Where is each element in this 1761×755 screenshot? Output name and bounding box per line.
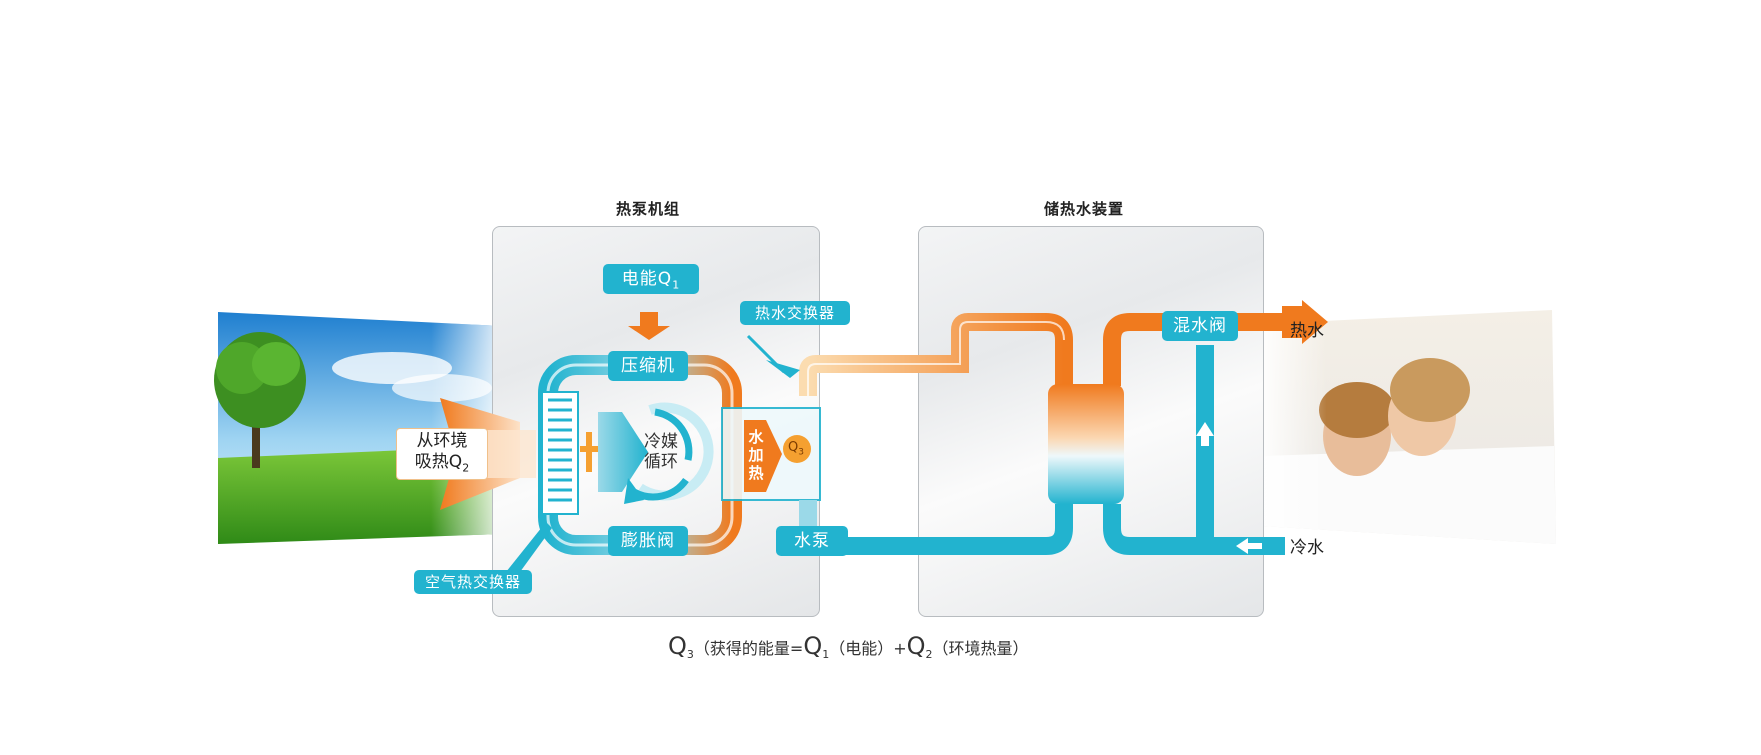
cold-in-arrow-icon bbox=[1236, 538, 1262, 554]
landscape-image bbox=[214, 312, 502, 544]
water-pump-tag: 水泵 bbox=[776, 526, 848, 556]
hot-pipe bbox=[799, 313, 1073, 396]
water-heat-exchanger-tag: 热水交换器 bbox=[740, 301, 850, 325]
air-exchanger-pointer bbox=[506, 522, 552, 572]
expansion-valve-tag: 膨胀阀 bbox=[608, 526, 688, 556]
energy-arrow bbox=[628, 312, 670, 340]
up-arrow-icon bbox=[1196, 422, 1214, 446]
water-heat-arrow bbox=[744, 420, 782, 492]
fan-icon bbox=[580, 432, 598, 472]
env-absorb-sub: 2 bbox=[462, 461, 470, 475]
water-tank bbox=[1048, 384, 1124, 504]
formula-q2: Q bbox=[906, 632, 926, 660]
hot-water-label: 热水 bbox=[1290, 321, 1324, 341]
formula-q3: Q bbox=[668, 632, 687, 660]
formula-q1-desc: （电能）+ bbox=[829, 639, 907, 658]
water-heating-text: 水 加 热 bbox=[748, 428, 764, 482]
electric-energy-sub: 1 bbox=[672, 278, 681, 292]
energy-formula: Q3（获得的能量=Q1（电能）+Q2（环境热量） bbox=[668, 632, 1029, 661]
formula-q2-sub: 2 bbox=[925, 648, 933, 662]
refrigerant-cycle-line1: 冷媒 bbox=[644, 432, 678, 452]
air-heat-exchanger-tag: 空气热交换器 bbox=[414, 570, 532, 594]
env-absorb-line2: 吸热Q bbox=[414, 452, 463, 472]
formula-q3-desc: （获得的能量= bbox=[693, 639, 804, 658]
heat-pump-title: 热泵机组 bbox=[616, 200, 681, 218]
coil-output-arrow bbox=[598, 412, 648, 492]
mixing-valve-tag: 混水阀 bbox=[1162, 311, 1238, 341]
formula-q3-sub: 3 bbox=[686, 648, 694, 662]
electric-energy-label: 电能Q bbox=[621, 269, 673, 289]
storage-title: 储热水装置 bbox=[1044, 200, 1125, 218]
water-heating-char-1: 水 bbox=[748, 428, 764, 446]
refrigerant-cycle-line2: 循环 bbox=[644, 452, 678, 472]
cold-return-pipe bbox=[820, 504, 1073, 555]
family-image bbox=[1262, 310, 1556, 544]
formula-q2-desc: （环境热量） bbox=[932, 639, 1029, 658]
water-heating-char-2: 加 bbox=[748, 446, 764, 464]
electric-energy-tag: 电能Q1 bbox=[603, 264, 699, 294]
q3-circle bbox=[783, 435, 811, 463]
cold-water-label: 冷水 bbox=[1290, 538, 1324, 558]
formula-q1-sub: 1 bbox=[822, 648, 830, 662]
hot-water-arrow bbox=[1282, 300, 1328, 344]
q3-label: Q3 bbox=[788, 440, 804, 458]
air-coil bbox=[541, 391, 579, 515]
q3-letter: Q bbox=[788, 440, 799, 455]
q3-sub: 3 bbox=[798, 447, 804, 458]
refrigerant-cycle-text: 冷媒 循环 bbox=[636, 432, 686, 472]
compressor-tag: 压缩机 bbox=[608, 351, 688, 381]
env-absorb-line1: 从环境 bbox=[416, 431, 468, 451]
hot-outlet-pipe bbox=[1103, 313, 1285, 386]
env-absorb-label: 从环境 吸热Q2 bbox=[396, 428, 488, 480]
formula-q1: Q bbox=[803, 632, 823, 660]
water-heating-char-3: 热 bbox=[748, 464, 764, 482]
